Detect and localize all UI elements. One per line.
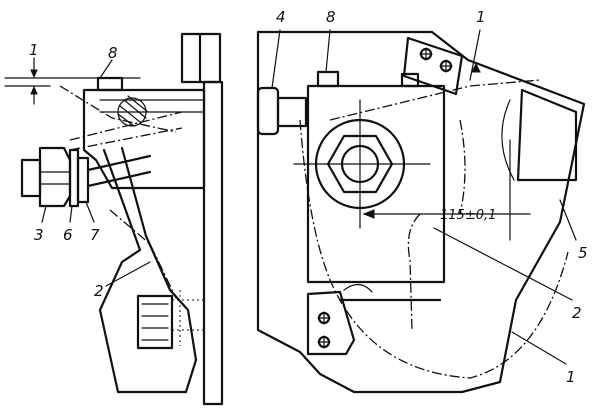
callout-left-2: 2 (94, 282, 104, 300)
right-lower-clamp (306, 290, 356, 356)
callout-right-1-bottom: 1 (566, 368, 576, 386)
callout-left-6: 6 (63, 226, 73, 244)
right-stop-4 (256, 86, 280, 136)
left-cap-8 (96, 76, 124, 92)
right-view: 115±0,1 4 8 1 5 2 1 (256, 8, 588, 394)
left-body-block (82, 88, 206, 190)
callout-right-2: 2 (572, 304, 582, 322)
left-washer-6 (68, 148, 80, 208)
callout-right-5: 5 (578, 244, 588, 262)
callout-left-7: 7 (90, 226, 100, 244)
right-cap-8 (316, 70, 340, 88)
callout-right-4: 4 (276, 8, 286, 26)
left-view: 1 8 3 6 7 2 (4, 32, 224, 406)
callout-left-3: 3 (34, 226, 44, 244)
dimension-label: 115±0,1 (440, 208, 496, 223)
left-nut-3 (20, 158, 42, 198)
right-inner-block (306, 84, 446, 284)
callout-left-gap: 1 (29, 41, 39, 59)
left-lower-block (136, 294, 174, 350)
left-nut-body (38, 146, 72, 208)
left-pin-hatch (117, 95, 149, 127)
callout-left-8: 8 (108, 44, 118, 62)
left-wall-plate (202, 80, 224, 406)
right-clamp-plate (402, 36, 464, 96)
right-phantom-workpiece (299, 119, 569, 379)
callout-right-1-top: 1 (476, 8, 486, 26)
left-clamp-lever-2 (98, 146, 198, 394)
callout-right-8: 8 (326, 8, 336, 26)
right-main-body (256, 30, 586, 394)
right-stop-shank (276, 96, 308, 128)
left-washer-7 (76, 156, 90, 204)
right-pad-5 (516, 88, 578, 182)
